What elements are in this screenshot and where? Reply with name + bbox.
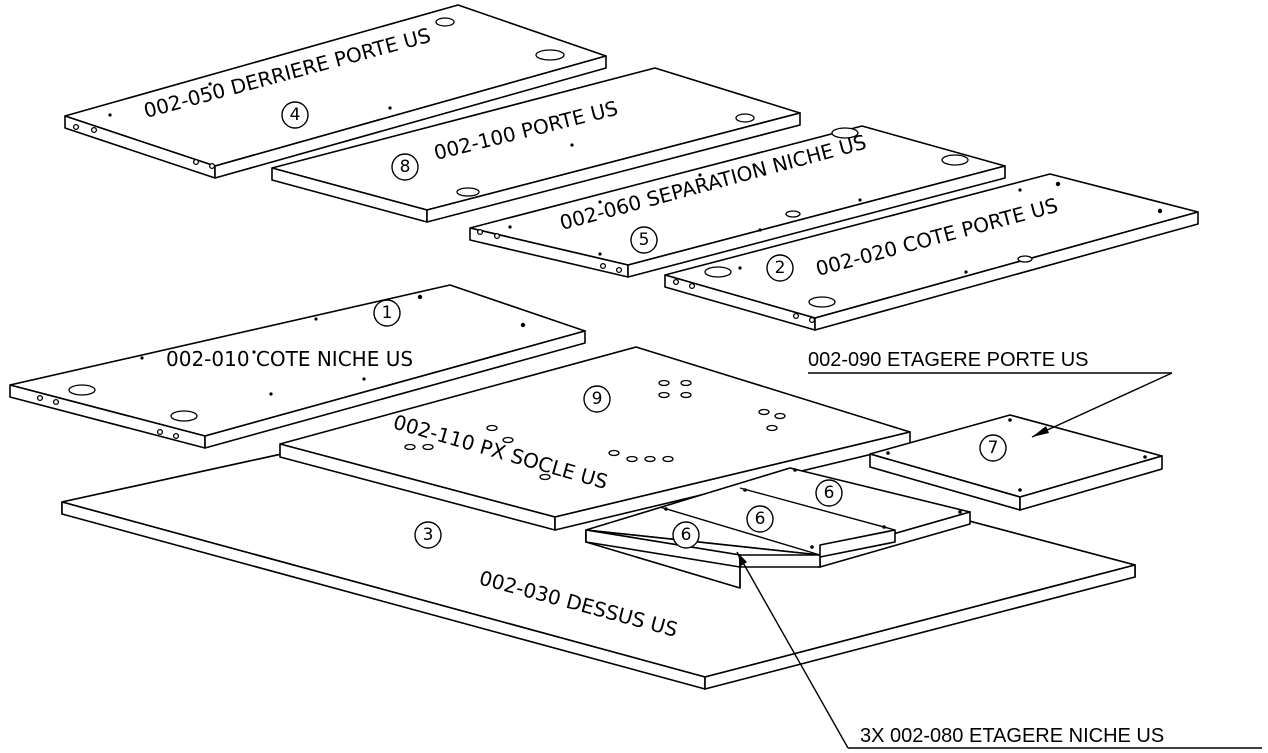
panel-derriere-porte — [64, 4, 607, 179]
balloon-5-number: 5 — [639, 230, 650, 250]
balloon-6-middle: 6 — [746, 505, 774, 533]
panel-socle — [279, 346, 911, 531]
balloon-8-number: 8 — [400, 157, 411, 177]
balloon-4-number: 4 — [290, 105, 301, 125]
callout-shelf-door-arrowhead — [1032, 426, 1049, 437]
balloon-2-number: 2 — [775, 258, 786, 278]
balloon-5: 5 — [630, 226, 658, 254]
callout-shelf-niche: 3X 002-080 ETAGERE NICHE US — [736, 551, 1262, 749]
callout-shelf-niche-text: 3X 002-080 ETAGERE NICHE US — [860, 725, 1164, 747]
panel-cote-niche — [9, 284, 586, 449]
panel-cote-porte — [664, 173, 1199, 331]
balloon-6-middle-number: 6 — [755, 509, 766, 529]
balloon-9: 9 — [583, 385, 611, 413]
balloon-8: 8 — [391, 153, 419, 181]
balloon-2: 2 — [766, 254, 794, 282]
balloon-7: 7 — [979, 434, 1007, 462]
panel-separation-niche — [469, 125, 1006, 278]
balloon-1-number: 1 — [382, 303, 393, 323]
balloon-3-number: 3 — [423, 525, 434, 545]
balloon-6-left: 6 — [672, 521, 700, 549]
callout-shelf-door-text: 002-090 ETAGERE PORTE US — [808, 349, 1088, 371]
callout-shelf-niche-arrowhead — [737, 552, 747, 566]
balloon-7-number: 7 — [988, 438, 999, 458]
balloon-6-right-number: 6 — [824, 483, 835, 503]
socle-holes — [404, 379, 786, 481]
balloon-4: 4 — [281, 101, 309, 129]
balloon-1: 1 — [373, 299, 401, 327]
label-cote-niche: 002-010 COTE NICHE US — [166, 347, 413, 371]
shelf-door — [869, 414, 1163, 511]
balloon-9-number: 9 — [592, 389, 603, 409]
callout-shelf-door: 002-090 ETAGERE PORTE US — [808, 349, 1173, 438]
balloon-3: 3 — [414, 521, 442, 549]
balloon-6-right: 6 — [815, 479, 843, 507]
balloon-6-left-number: 6 — [681, 525, 692, 545]
